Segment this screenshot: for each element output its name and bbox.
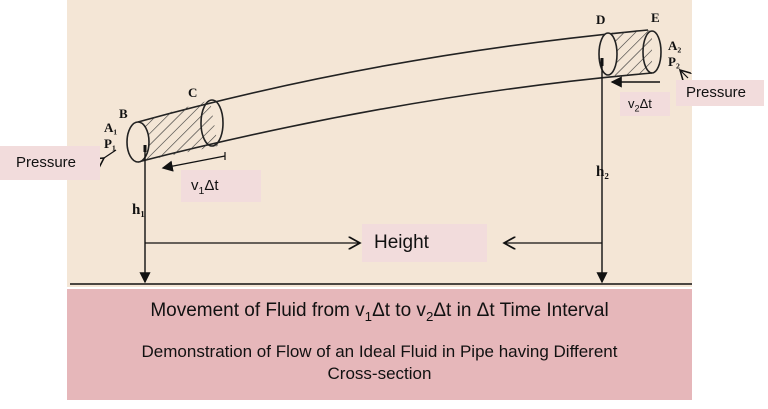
pipe-bottom-edge bbox=[137, 72, 653, 163]
point-c-label: C bbox=[188, 85, 197, 100]
pressure-label-right: Pressure bbox=[676, 80, 764, 106]
pressure-1-label: P₁ bbox=[104, 136, 116, 151]
v2-dt-label: v2Δt bbox=[620, 92, 670, 116]
point-e-label: E bbox=[651, 10, 660, 25]
pressure-pointer-left bbox=[104, 149, 117, 158]
point-d-label: D bbox=[596, 12, 605, 27]
pressure-pointer-right bbox=[680, 70, 688, 78]
caption-line-2: Demonstration of Flow of an Ideal Fluid … bbox=[141, 341, 618, 383]
caption-panel: Movement of Fluid from v1Δt to v2Δt in Δ… bbox=[67, 289, 692, 400]
h2-label: h₂ bbox=[596, 164, 609, 180]
pipe-top-edge bbox=[137, 29, 649, 123]
v1-dt-label: v1Δt bbox=[181, 170, 261, 202]
area-1-label: A₁ bbox=[104, 120, 117, 135]
area-2-label: A₂ bbox=[668, 38, 681, 53]
point-b-label: B bbox=[119, 106, 128, 121]
cross-section-c bbox=[200, 99, 224, 147]
height-label: Height bbox=[362, 224, 487, 262]
h1-label: h₁ bbox=[132, 202, 145, 218]
cross-section-a2 bbox=[642, 30, 662, 74]
caption-line-1: Movement of Fluid from v1Δt to v2Δt in Δ… bbox=[150, 300, 609, 324]
fluid-segment-left bbox=[138, 100, 218, 162]
pressure-label-left: Pressure bbox=[0, 146, 100, 180]
fluid-segment-right bbox=[608, 30, 652, 76]
pressure-2-label: P₂ bbox=[668, 54, 680, 69]
v1-displacement-arrow bbox=[161, 155, 226, 172]
